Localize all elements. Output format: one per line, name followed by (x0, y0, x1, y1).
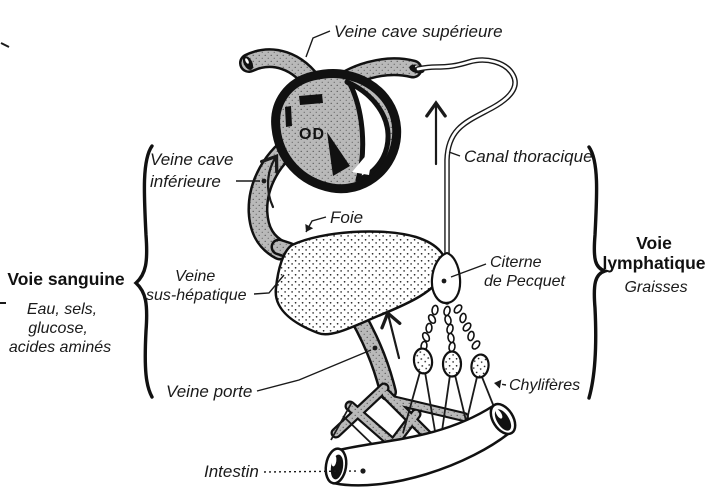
left-brace (133, 144, 154, 399)
label-veine-porte: Veine porte (166, 382, 252, 401)
left-ventricle (344, 79, 391, 183)
liver (274, 230, 447, 336)
right-block-subtitle: Graisses (624, 279, 687, 296)
atrium-opening-mark (299, 94, 323, 105)
citerne-de-pecquet (430, 251, 462, 305)
label-intestin: Intestin (204, 462, 259, 481)
right-brace (587, 145, 611, 400)
leader-lines (236, 30, 507, 474)
label-veine-cave-inferieure-2: inférieure (150, 172, 221, 191)
edge-mark-top (0, 42, 10, 48)
flow-arrows (260, 100, 447, 360)
label-citerne-2: de Pecquet (484, 273, 566, 290)
intestine-opening-right (489, 402, 517, 436)
intestine (324, 402, 517, 487)
label-veine-sus-hepatique-2: sus-hépatique (146, 287, 247, 304)
label-citerne-1: Citerne (490, 254, 542, 271)
valve-mark (327, 132, 350, 176)
chylifere-lines (330, 371, 499, 445)
portal-up-arrow (380, 310, 402, 360)
label-veine-sus-hepatique-1: Veine (175, 268, 215, 285)
label-veine-cave-superieure: Veine cave supérieure (334, 22, 503, 41)
right-block-title-1: Voie (636, 233, 672, 253)
label-canal-thoracique: Canal thoracique (464, 147, 593, 166)
thoracic-duct (415, 57, 518, 305)
atrium-slit-mark (285, 106, 292, 127)
left-text-block: Voie sanguine Eau, sels, glucose, acides… (7, 269, 125, 356)
left-block-line1: Eau, sels, (27, 301, 97, 318)
heart-chamber-label: OD (299, 126, 325, 143)
lymph-nodes (412, 347, 490, 379)
ventricle-notch (352, 146, 374, 175)
left-block-line2: glucose, (28, 320, 88, 337)
intestine-opening-left (324, 447, 348, 485)
left-block-title: Voie sanguine (7, 269, 125, 289)
left-block-line3: acides aminés (9, 339, 111, 356)
right-block-title-2: lymphatique (602, 253, 705, 273)
ivc-up-arrow (260, 153, 279, 209)
lymph-chains (420, 304, 481, 353)
label-chyliferes: Chylifères (509, 377, 580, 394)
right-text-block: Voie lymphatique Graisses (602, 233, 705, 296)
label-veine-cave-inferieure-1: Veine cave (150, 150, 233, 169)
label-foie: Foie (330, 208, 363, 227)
heart: OD (271, 68, 402, 194)
